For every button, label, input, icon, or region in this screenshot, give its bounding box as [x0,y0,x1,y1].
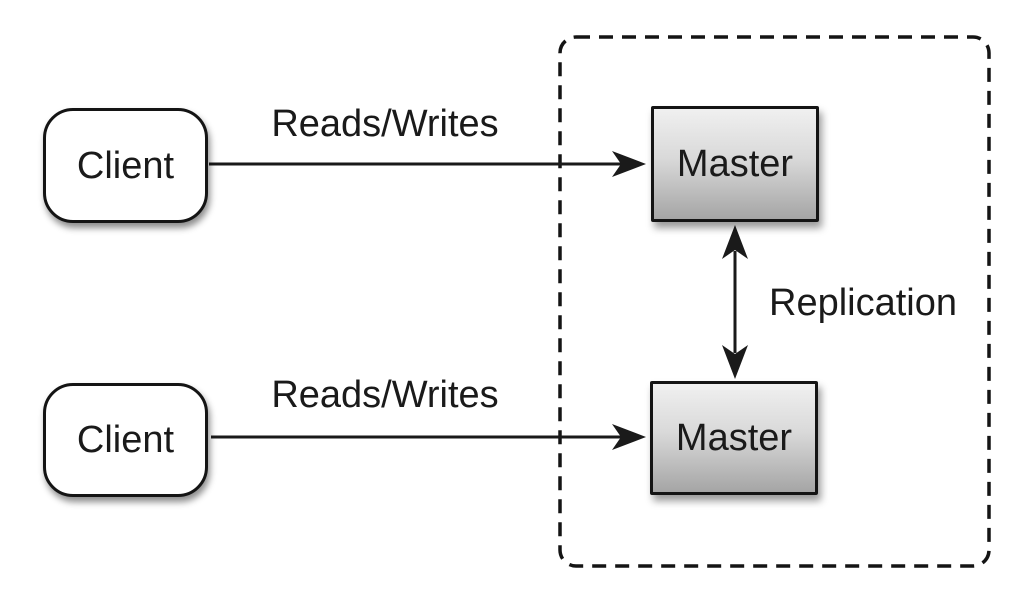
node-client-bottom: Client [43,383,208,497]
node-client-bottom-label: Client [76,419,175,461]
node-master-bottom-label: Master [675,417,793,459]
node-master-top: Master [651,106,819,222]
node-client-top: Client [43,108,208,223]
node-client-top-label: Client [76,144,175,187]
reads-writes-arrow-bottom [211,424,646,450]
replication-arrow [722,225,748,379]
node-master-top-label: Master [676,143,794,185]
reads-writes-arrow-top [209,151,646,177]
edge-label-reads-writes-bottom: Reads/Writes [271,374,499,416]
edge-label-reads-writes-top: Reads/Writes [271,103,499,145]
arrowhead-up-icon [722,225,748,259]
arrowhead-right-icon [612,151,646,177]
arrowhead-right-icon [612,424,646,450]
node-master-bottom: Master [650,381,818,495]
arrowhead-down-icon [722,345,748,379]
replication-group-boundary [558,35,991,568]
edge-label-replication: Replication [769,282,957,324]
